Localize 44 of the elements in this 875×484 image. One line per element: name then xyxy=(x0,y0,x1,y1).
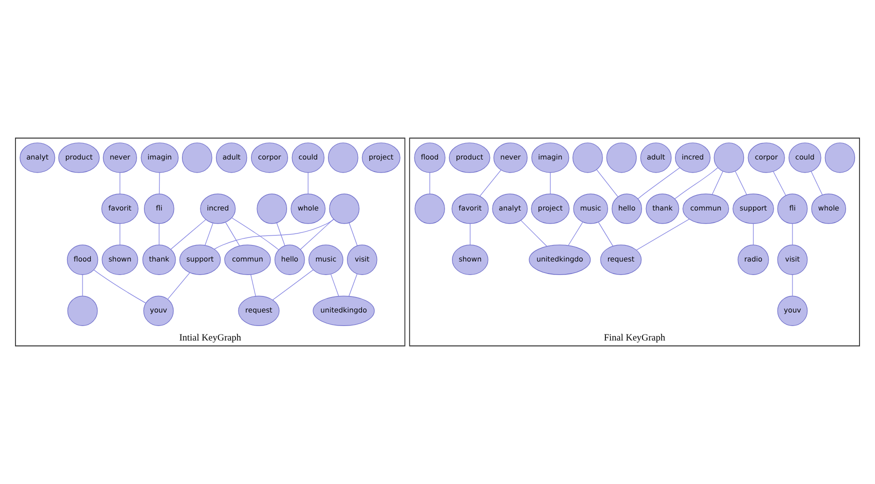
connector xyxy=(214,219,334,250)
connector xyxy=(792,274,793,296)
connector xyxy=(348,274,358,296)
connector xyxy=(429,172,430,194)
node-circle xyxy=(572,142,603,173)
connector xyxy=(520,220,548,247)
node-circle xyxy=(414,194,445,224)
connector xyxy=(712,171,724,195)
connector xyxy=(330,274,339,296)
connector xyxy=(250,274,256,296)
node-circle xyxy=(328,142,358,173)
connector xyxy=(158,223,160,246)
connector xyxy=(596,169,618,198)
connector xyxy=(638,167,680,200)
connector xyxy=(674,167,718,200)
connector xyxy=(735,171,747,195)
node-circle xyxy=(329,194,360,224)
connector xyxy=(94,270,146,304)
connector xyxy=(773,171,786,196)
node-circle xyxy=(67,296,98,326)
connector xyxy=(272,269,314,300)
connector xyxy=(204,222,214,246)
connector xyxy=(550,172,551,194)
connector xyxy=(636,218,690,250)
connector xyxy=(82,274,83,296)
connector xyxy=(168,272,190,300)
connector xyxy=(480,170,502,196)
connector xyxy=(752,223,754,246)
node-circle xyxy=(714,142,744,173)
node-circle xyxy=(824,142,856,173)
connector xyxy=(792,223,793,246)
connector xyxy=(810,171,823,196)
node-circle xyxy=(256,194,288,224)
connector xyxy=(232,218,279,250)
connector xyxy=(348,222,358,246)
connector xyxy=(225,222,240,246)
connector xyxy=(276,222,286,246)
connector xyxy=(158,172,160,194)
node-circle xyxy=(182,142,212,173)
connector xyxy=(170,219,206,250)
node-circle xyxy=(606,142,637,173)
connector xyxy=(568,222,583,246)
connector xyxy=(598,222,614,246)
connector xyxy=(300,218,334,250)
